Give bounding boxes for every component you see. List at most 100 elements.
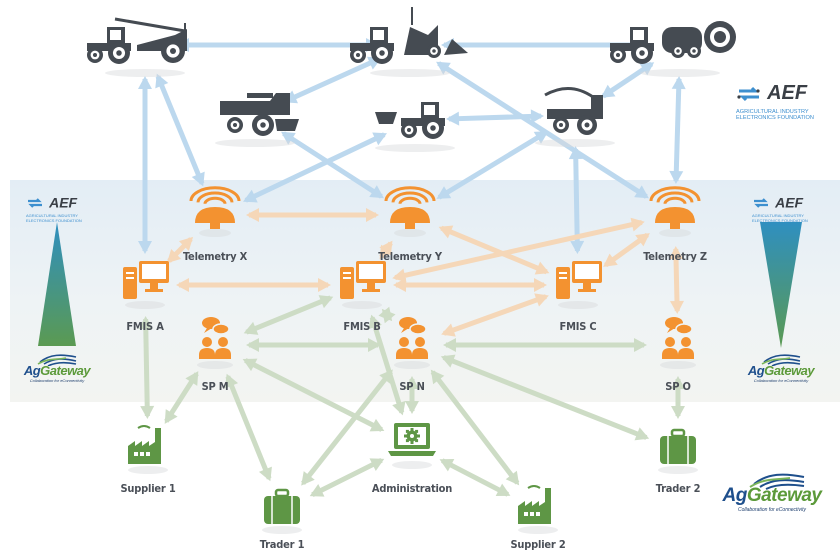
aef-arrows-icon	[737, 86, 760, 101]
aggateway-gateway: Gateway	[40, 363, 91, 378]
aggateway-ag: Ag	[747, 363, 765, 378]
node-label-fb: FMIS B	[343, 320, 381, 333]
tractor-spreader-icon	[375, 102, 455, 152]
aef-subtitle-line1: Agricultural Industry	[736, 109, 809, 115]
node-label-t2: Trader 2	[655, 482, 701, 495]
forage-harvester-icon	[535, 87, 615, 147]
telemetry-link-tx-fa	[166, 236, 194, 264]
telemetry-antenna-icon	[384, 186, 436, 237]
node-label-s1: Supplier 1	[120, 482, 176, 495]
telemetry-link-tz-spo	[669, 245, 684, 315]
node-label-adm: Administration	[371, 482, 453, 495]
node-label-t1: Trader 1	[259, 538, 305, 551]
node-label-tz: Telemetry Z	[643, 250, 707, 263]
node-label-s2: Supplier 2	[510, 538, 566, 551]
service-provider-icon	[394, 317, 430, 369]
aef-wordmark: AEF	[775, 194, 804, 211]
briefcase-icon	[262, 488, 302, 534]
node-label-spo: SP O	[665, 380, 691, 393]
machine-link-baler-tz	[669, 75, 686, 185]
aef-logo-right: AEF Agricultural Industry Electronics Fo…	[752, 192, 808, 223]
tractor-seeder-icon	[350, 7, 468, 77]
business-link-spn-adm	[405, 376, 419, 414]
machine-link-spreader-tx	[243, 132, 387, 203]
business-link-spm-t1	[225, 373, 272, 482]
telemetry-link-fa-fb	[176, 278, 331, 292]
aef-subtitle-line2: Electronics Foundation	[736, 115, 814, 122]
aef-wordmark: AEF	[767, 82, 808, 104]
factory-icon	[128, 425, 168, 474]
laptop-gear-icon	[388, 423, 436, 469]
telemetry-antenna-icon	[189, 186, 241, 237]
aggateway-wordmark: AgGateway	[744, 363, 818, 378]
telemetry-link-tx-ty	[246, 208, 379, 222]
aggateway-gateway: Gateway	[746, 485, 822, 506]
factory-icon	[518, 485, 558, 534]
business-link-spn-t2	[440, 354, 650, 441]
machine-link-baler-forage	[600, 61, 655, 99]
aggateway-waves-icon	[761, 354, 801, 366]
computer-icon	[556, 261, 602, 309]
service-provider-icon	[660, 317, 696, 369]
aggateway-tagline: Collaboration for eConnectivity	[737, 507, 807, 513]
business-link-fa-s1	[138, 315, 155, 420]
aef-arrows-icon	[28, 197, 42, 208]
tractor-sprayer-icon	[87, 17, 187, 77]
combine-harvester-icon	[215, 93, 299, 147]
aef-subtitle-line1: Agricultural Industry	[752, 213, 804, 218]
aef-logo-left: AEF Agricultural Industry Electronics Fo…	[26, 192, 82, 223]
tractor-baler-icon	[610, 21, 736, 77]
node-label-spm: SP M	[201, 380, 229, 393]
machine-link-forage-fc	[568, 145, 585, 255]
business-link-fb-adm	[368, 314, 406, 416]
machine-link-seeder-tz	[436, 61, 649, 199]
business-link-spo-t2	[671, 376, 685, 419]
aef-subtitle: Agricultural Industry Electronics Founda…	[26, 213, 82, 223]
business-link-adm-s2	[439, 458, 511, 497]
aef-arrows-icon	[754, 197, 768, 208]
node-label-spn: SP N	[399, 380, 425, 393]
aggateway-ag: Ag	[23, 363, 41, 378]
node-label-fc: FMIS C	[559, 320, 597, 333]
telemetry-link-fb-fc	[393, 278, 547, 292]
telemetry-link-fc-spn	[441, 293, 549, 337]
node-label-ty: Telemetry Y	[378, 250, 442, 263]
aef-subtitle-line2: Electronics Foundation	[26, 217, 82, 223]
business-link-spm-adm	[242, 358, 385, 432]
agg-to-aef-triangle-right	[760, 222, 802, 348]
business-link-spm-fb	[243, 295, 334, 335]
telemetry-link-tz-fb	[392, 217, 645, 283]
aggateway-wordmark: AgGateway	[722, 485, 822, 507]
business-link-spn-s2	[430, 369, 520, 486]
telemetry-antenna-icon	[649, 186, 701, 237]
computer-icon	[123, 261, 169, 309]
aef-wordmark: AEF	[49, 194, 78, 211]
node-label-fa: FMIS A	[126, 320, 164, 333]
aggateway-ag: Ag	[722, 485, 748, 506]
telemetry-link-ty-fb	[379, 240, 393, 260]
machine-link-sprayer-tx	[155, 73, 205, 187]
aggateway-waves-icon	[749, 473, 805, 490]
aggateway-logo-right: AgGateway Collaboration for eConnectivit…	[744, 352, 818, 383]
business-link-spm-s1	[164, 371, 199, 424]
machine-link-combine-ty	[281, 131, 384, 199]
aggateway-wordmark: AgGateway	[20, 363, 94, 378]
aef-to-agg-triangle-left	[38, 222, 76, 346]
telemetry-link-ty-fc	[438, 225, 550, 275]
aggateway-gateway: Gateway	[764, 363, 815, 378]
aggateway-logo-left: AgGateway Collaboration for eConnectivit…	[20, 352, 94, 383]
business-link-spn-t1	[301, 369, 393, 486]
briefcase-icon	[658, 428, 698, 474]
computer-icon	[340, 261, 386, 309]
aef-subtitle-line1: Agricultural Industry	[26, 213, 78, 218]
aef-subtitle: Agricultural Industry Electronics Founda…	[752, 213, 808, 223]
business-link-adm-t1	[309, 457, 385, 498]
business-link-spn-spo	[443, 338, 647, 352]
aef-subtitle-line2: Electronics Foundation	[752, 217, 808, 223]
aef-logo-top: AEF Agricultural Industry Electronics Fo…	[736, 82, 814, 122]
business-link-spn-fb	[378, 306, 396, 324]
business-link-spn-spm	[246, 338, 381, 352]
aef-subtitle: Agricultural Industry Electronics Founda…	[736, 109, 814, 122]
